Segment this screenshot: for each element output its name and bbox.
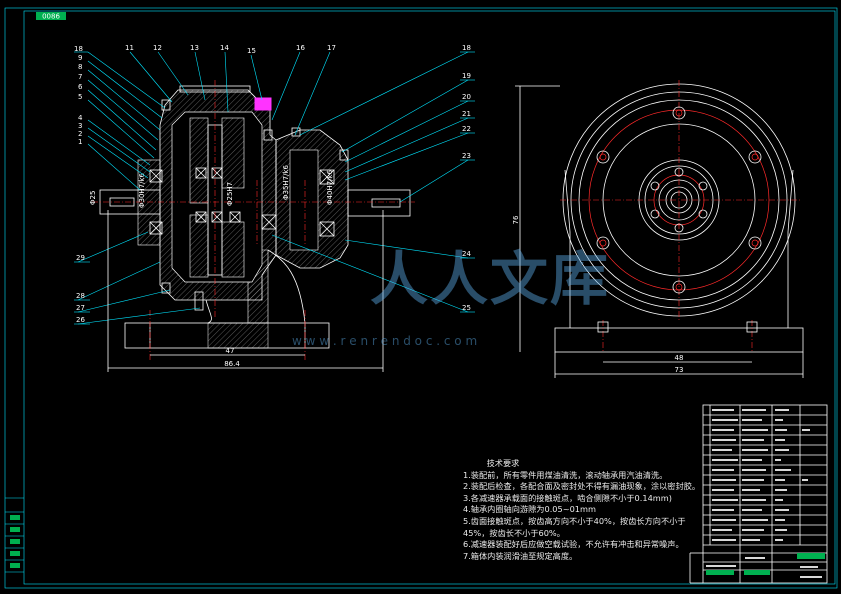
tech-note-item: 5.齿面接触斑点，按齿高方向不小于40%，按齿长方向不小于 xyxy=(463,515,686,526)
svg-text:12: 12 xyxy=(153,44,162,52)
stamp-label: 0086 xyxy=(42,13,60,21)
svg-text:11: 11 xyxy=(125,44,134,52)
svg-text:Φ25: Φ25 xyxy=(89,191,97,205)
highlighted-part xyxy=(254,97,272,111)
svg-text:4: 4 xyxy=(78,114,83,122)
tech-note-item: 1.装配前，所有零件用煤油清洗，滚动轴承用汽油清洗。 xyxy=(463,469,668,480)
part-labels: 18 9 8 7 6 5 4 3 2 1 11 12 13 14 15 16 1… xyxy=(74,44,471,324)
stamp-box xyxy=(36,12,66,20)
svg-text:13: 13 xyxy=(190,44,199,52)
svg-text:19: 19 xyxy=(462,72,471,80)
svg-text:Φ30H7/k6: Φ30H7/k6 xyxy=(138,172,146,208)
watermark-brand: 人人文库 xyxy=(370,245,611,313)
svg-text:20: 20 xyxy=(462,93,471,101)
svg-text:Φ40H7/k6: Φ40H7/k6 xyxy=(326,169,334,205)
svg-text:47: 47 xyxy=(226,347,235,355)
end-view: 48 73 76 xyxy=(512,80,804,378)
svg-text:76: 76 xyxy=(512,215,520,224)
svg-text:15: 15 xyxy=(247,47,256,55)
binding-strip xyxy=(5,497,24,573)
section-view: Φ35H7/k6 Φ40H7/k6 Φ30H7/k6 Φ25H7 Φ25 xyxy=(89,80,415,360)
svg-text:Φ35H7/k6: Φ35H7/k6 xyxy=(282,164,290,200)
svg-text:26: 26 xyxy=(76,316,85,324)
svg-text:5: 5 xyxy=(78,93,82,101)
watermark-url: w w w . r e n r e n d o c . c o m xyxy=(292,334,478,348)
svg-text:Φ25H7: Φ25H7 xyxy=(226,182,234,206)
svg-text:17: 17 xyxy=(327,44,336,52)
tech-note-item: 2.装配后检查，各配合面及密封处不得有漏油现象，涂以密封胶。 xyxy=(463,481,701,492)
svg-text:16: 16 xyxy=(296,44,305,52)
svg-text:18: 18 xyxy=(74,45,83,53)
svg-text:73: 73 xyxy=(675,366,684,374)
outer-frame xyxy=(4,7,838,589)
tech-note-item: 45%，按齿长不小于60%。 xyxy=(463,527,565,538)
svg-text:28: 28 xyxy=(76,292,85,300)
svg-text:3: 3 xyxy=(78,122,82,130)
leader-lines xyxy=(74,51,475,325)
title-block xyxy=(689,404,828,584)
svg-text:29: 29 xyxy=(76,254,85,262)
svg-text:18: 18 xyxy=(462,44,471,52)
tech-notes-title: 技术要求 xyxy=(486,458,520,468)
tech-note-item: 6.减速器装配好后应做空载试验，不允许有冲击和异常噪声。 xyxy=(463,539,684,550)
tech-notes: 技术要求 1.装配前，所有零件用煤油清洗，滚动轴承用汽油清洗。 2.装配后检查，… xyxy=(463,458,703,562)
svg-text:25: 25 xyxy=(462,304,471,312)
svg-text:8: 8 xyxy=(78,63,82,71)
svg-text:24: 24 xyxy=(462,250,471,258)
tech-note-item: 3.各减速器承载面的接触斑点，啮合侧隙不小于0.14mm) xyxy=(463,492,672,503)
svg-text:7: 7 xyxy=(78,73,82,81)
svg-text:23: 23 xyxy=(462,152,471,160)
section-dimensions: 47 86.4 xyxy=(107,210,384,372)
svg-text:48: 48 xyxy=(675,354,684,362)
inner-frame xyxy=(23,10,836,585)
svg-text:1: 1 xyxy=(78,138,82,146)
svg-text:2: 2 xyxy=(78,130,82,138)
svg-text:6: 6 xyxy=(78,83,83,91)
svg-text:9: 9 xyxy=(78,54,82,62)
svg-text:22: 22 xyxy=(462,125,471,133)
svg-text:14: 14 xyxy=(220,44,229,52)
svg-text:27: 27 xyxy=(76,304,85,312)
svg-text:21: 21 xyxy=(462,110,471,118)
svg-text:86.4: 86.4 xyxy=(224,360,240,368)
tech-note-item: 7.箱体内装润滑油至规定高度。 xyxy=(463,550,578,561)
tech-note-item: 4.轴承内圈轴向游隙为0.05~01mm xyxy=(463,504,596,515)
